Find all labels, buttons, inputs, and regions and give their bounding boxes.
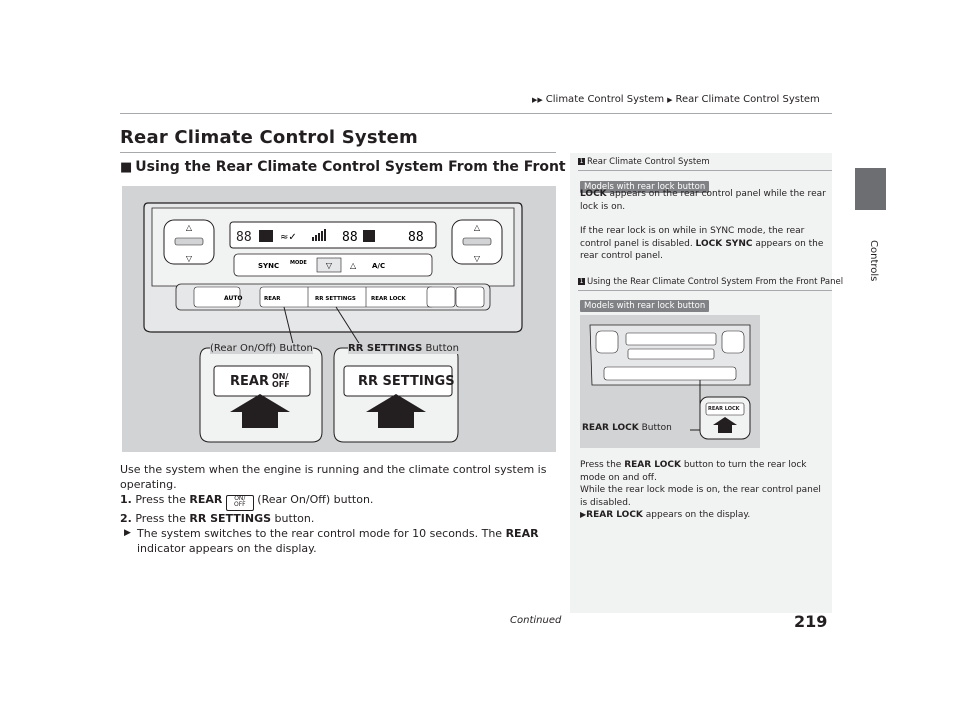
rear-onoff-button-label: REAR bbox=[230, 374, 269, 389]
model-badge: Models with rear lock button bbox=[580, 293, 710, 312]
chapter-tab[interactable] bbox=[855, 168, 886, 210]
climate-panel-figure: △ ▽ △ ▽ 88 ≈✓ 88 88 SYNC MODE ▽ △ A/C AU… bbox=[122, 186, 556, 452]
svg-text:RR SETTINGS: RR SETTINGS bbox=[315, 296, 356, 302]
rr-settings-button-label: RR SETTINGS bbox=[358, 374, 455, 389]
page-title: Rear Climate Control System bbox=[120, 127, 418, 148]
breadcrumb-item[interactable]: Rear Climate Control System bbox=[675, 94, 820, 105]
svg-text:≈✓: ≈✓ bbox=[280, 232, 297, 243]
triangle-right-icon: ▶▶ bbox=[532, 96, 543, 104]
onoff-label: ON/ OFF bbox=[272, 372, 290, 389]
svg-text:△: △ bbox=[186, 223, 193, 232]
svg-text:88: 88 bbox=[342, 230, 358, 245]
step-result: ▶The system switches to the rear control… bbox=[124, 527, 539, 555]
svg-text:88: 88 bbox=[408, 230, 424, 245]
step-1: 1. Press the REAR ON/OFF (Rear On/Off) b… bbox=[120, 492, 556, 511]
triangle-right-icon: ▶ bbox=[124, 528, 131, 538]
note-rule bbox=[578, 290, 832, 291]
triangle-right-icon: ▶ bbox=[667, 96, 673, 104]
breadcrumb-item[interactable]: Climate Control System bbox=[545, 94, 665, 105]
title-rule bbox=[120, 152, 556, 153]
climate-panel-illustration: △ ▽ △ ▽ 88 ≈✓ 88 88 SYNC MODE ▽ △ A/C AU… bbox=[143, 202, 523, 443]
header-rule bbox=[120, 113, 832, 114]
page-number: 219 bbox=[794, 612, 828, 631]
rear-lock-caption: REAR LOCK Button bbox=[582, 423, 672, 433]
note-1-text: LOCK appears on the rear control panel w… bbox=[580, 189, 826, 261]
rear-lock-figure: REAR LOCK REAR LOCK Button bbox=[580, 315, 760, 448]
sync-label: SYNC bbox=[258, 262, 279, 270]
svg-text:AUTO: AUTO bbox=[224, 295, 243, 302]
model-badge: Models with rear lock button bbox=[580, 174, 710, 193]
breadcrumb: ▶▶Climate Control System▶Rear Climate Co… bbox=[532, 94, 820, 105]
continued-label: Continued bbox=[510, 615, 562, 626]
svg-text:▽: ▽ bbox=[474, 254, 481, 263]
svg-text:REAR: REAR bbox=[264, 296, 281, 302]
step-2: 2. Press the RR SETTINGS button. bbox=[120, 512, 315, 525]
intro-paragraph: Use the system when the engine is runnin… bbox=[120, 463, 547, 491]
rear-lock-button-label: REAR LOCK bbox=[708, 406, 740, 412]
note-marker-icon: 1 bbox=[578, 278, 585, 285]
svg-text:A/C: A/C bbox=[372, 262, 385, 270]
note-2-text: Press the REAR LOCK button to turn the r… bbox=[580, 460, 821, 520]
svg-text:▽: ▽ bbox=[186, 254, 193, 263]
square-bullet-icon: ■ bbox=[120, 160, 133, 175]
triangle-right-icon: ▶ bbox=[580, 510, 587, 519]
chapter-label: Controls bbox=[868, 240, 879, 282]
rear-onoff-caption: (Rear On/Off) Button bbox=[210, 343, 313, 354]
section-heading: ■Using the Rear Climate Control System F… bbox=[120, 159, 615, 175]
svg-text:MODE: MODE bbox=[290, 260, 307, 266]
rr-settings-caption: RR SETTINGS Button bbox=[348, 343, 459, 354]
svg-text:REAR LOCK: REAR LOCK bbox=[371, 296, 406, 302]
svg-text:▽: ▽ bbox=[326, 261, 333, 270]
svg-text:△: △ bbox=[474, 223, 481, 232]
svg-text:△: △ bbox=[350, 261, 357, 270]
rear-lock-illustration bbox=[589, 324, 751, 440]
svg-text:88: 88 bbox=[236, 230, 252, 245]
note-rule bbox=[578, 170, 832, 171]
rear-onoff-icon: ON/OFF bbox=[225, 495, 254, 511]
body-text: Use the system when the engine is runnin… bbox=[120, 462, 556, 556]
note-marker-icon: 1 bbox=[578, 158, 585, 165]
